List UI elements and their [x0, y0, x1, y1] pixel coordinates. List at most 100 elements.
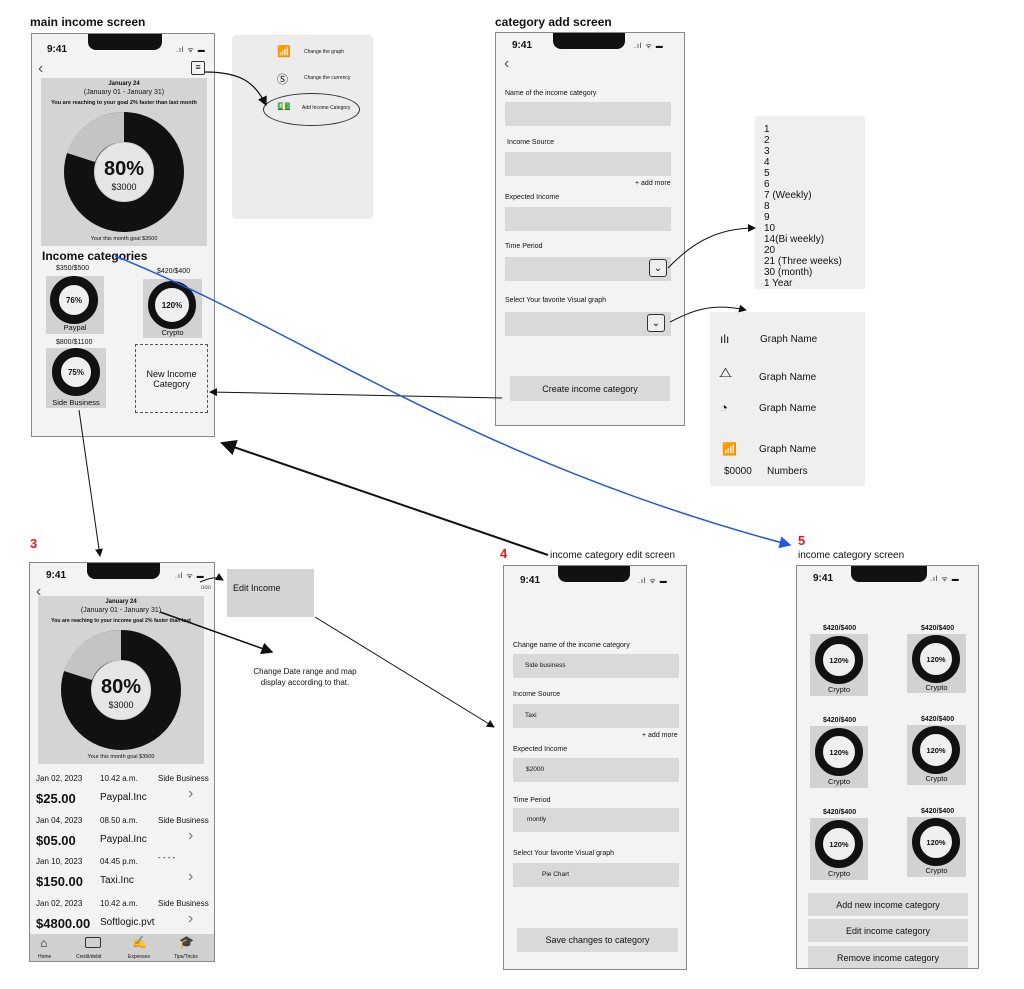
period-option[interactable]: 3	[764, 146, 770, 157]
add-category-button[interactable]: Add new income category	[808, 893, 968, 916]
nav-credit-debit[interactable]: Credit/debit	[76, 954, 102, 960]
money-hand-icon[interactable]: ✍	[132, 935, 147, 949]
numbers-option[interactable]: Numbers	[767, 466, 808, 477]
transaction-payee: Paypal.Inc	[100, 792, 147, 803]
tile-amount: $420/$400	[823, 809, 857, 816]
menu-icon[interactable]: ≡	[191, 61, 205, 75]
period-option[interactable]: 6	[764, 179, 770, 190]
status-time: 9:41	[47, 44, 68, 55]
category-tile[interactable]: 120% Crypto	[907, 725, 966, 785]
category-tile[interactable]: 120% Crypto	[810, 726, 868, 788]
graph-select[interactable]: Pie Chart	[513, 863, 679, 887]
period-option[interactable]: 30 (month)	[764, 267, 813, 278]
graph-label: Select Your favorite Visual graph	[505, 297, 607, 304]
period-option[interactable]: 21 (Three weeks)	[764, 256, 842, 267]
arrow-edit-box-to-edit-screen	[314, 616, 495, 728]
status-icons: .ıl ᯤ ▬	[638, 578, 668, 585]
tile-name: Crypto	[827, 777, 851, 786]
name-input[interactable]: Side business	[513, 654, 679, 678]
step-3-number: 3	[30, 536, 38, 551]
tile-name: Crypto	[925, 866, 948, 875]
menu-change-currency[interactable]: Change the currency	[304, 75, 351, 81]
graph-dropdown-icon[interactable]: ⌄	[647, 314, 665, 332]
chevron-right-icon[interactable]: ›	[188, 868, 194, 885]
add-more-link[interactable]: + add more	[642, 732, 678, 739]
period-option[interactable]: 14(Bi weekly)	[764, 234, 825, 245]
date-range[interactable]: (January 01 - January 31)	[83, 89, 165, 96]
summary-card: January 24 (January 01 - January 31) You…	[41, 78, 207, 246]
source-input[interactable]	[505, 152, 671, 176]
period-option[interactable]: 5	[764, 168, 770, 179]
nav-tips-tricks[interactable]: Tips/Tricks	[174, 954, 198, 960]
date-range[interactable]: (January 01 - January 31)	[80, 607, 162, 614]
period-option[interactable]: 1 Year	[764, 278, 793, 289]
source-label: Income Source	[513, 691, 561, 698]
source-input[interactable]: Taxi	[513, 704, 679, 728]
expected-input[interactable]	[505, 207, 671, 231]
graduation-cap-icon[interactable]: 🎓	[179, 935, 194, 949]
period-option[interactable]: 2	[764, 135, 770, 146]
category-tile[interactable]: 120% Crypto	[907, 634, 966, 693]
expected-input[interactable]: $2000	[513, 758, 679, 782]
transaction-category: - - - -	[158, 853, 176, 862]
back-chevron-icon[interactable]: ‹	[36, 583, 42, 600]
card-icon[interactable]	[85, 937, 101, 948]
period-label: Time Period	[513, 797, 551, 804]
back-chevron-icon[interactable]: ‹	[38, 60, 44, 77]
graph-option[interactable]: Graph Name	[760, 334, 818, 345]
period-option[interactable]: 9	[764, 212, 770, 223]
home-icon[interactable]: ⌂	[40, 936, 48, 950]
graph-label: Select Your favorite Visual graph	[513, 850, 615, 857]
nav-home[interactable]: Home	[38, 954, 52, 960]
remove-category-button[interactable]: Remove income category	[808, 946, 968, 968]
side-business-tile[interactable]: 75% Side Business	[46, 348, 106, 408]
edit-income-box[interactable]: Edit Income	[227, 569, 314, 617]
period-dropdown-icon[interactable]: ⌄	[649, 259, 667, 277]
period-option[interactable]: 4	[764, 157, 770, 168]
chevron-right-icon[interactable]: ›	[188, 827, 194, 844]
period-option[interactable]: 7 (Weekly)	[764, 190, 812, 201]
period-option[interactable]: 20	[764, 245, 776, 256]
graph-option[interactable]: Graph Name	[759, 403, 817, 414]
date-label: January 24	[105, 599, 137, 605]
back-chevron-icon[interactable]: ‹	[504, 55, 510, 72]
goal-label: Your this month goal $3500	[90, 236, 158, 242]
period-option[interactable]: 10	[764, 223, 776, 234]
amount-label: $3000	[111, 182, 137, 192]
transaction-category: Side Business	[158, 816, 209, 825]
transaction-time: 10.42 a.m.	[100, 899, 138, 908]
new-category-card[interactable]: New Income Category	[135, 344, 208, 413]
category-tile[interactable]: 120% Crypto	[907, 817, 966, 877]
paypal-ring: 76%	[50, 276, 98, 324]
transaction-time: 08.50 a.m.	[100, 816, 138, 825]
category-tile[interactable]: 120% Crypto	[810, 818, 868, 880]
period-select[interactable]	[505, 257, 671, 281]
graph-option[interactable]: Graph Name	[759, 444, 817, 455]
growth-chart-icon: 📶	[722, 442, 737, 456]
graph-option[interactable]: Graph Name	[759, 372, 817, 383]
transaction-category: Side Business	[158, 774, 209, 783]
menu-change-graph[interactable]: Change the graph	[304, 49, 345, 55]
arrow-more-to-edit-box	[199, 573, 224, 583]
create-category-button[interactable]: Create income category	[510, 376, 670, 401]
add-more-link[interactable]: + add more	[635, 180, 671, 187]
bottom-nav: ⌂ Home Credit/debit ✍ Expenses 🎓 Tips/Tr…	[30, 934, 214, 961]
tile-amount: $420/$400	[921, 808, 955, 815]
save-changes-button[interactable]: Save changes to category	[517, 928, 678, 952]
name-input[interactable]	[505, 102, 671, 126]
category-tile[interactable]: 120% Crypto	[810, 634, 868, 696]
period-select[interactable]: montly	[513, 808, 679, 832]
menu-add-category[interactable]: Add Income Category	[302, 105, 351, 111]
graph-select[interactable]	[505, 312, 671, 336]
chevron-right-icon[interactable]: ›	[188, 910, 194, 927]
edit-category-button[interactable]: Edit income category	[808, 919, 968, 942]
nav-expenses[interactable]: Expenses	[128, 954, 150, 960]
period-option[interactable]: 8	[764, 201, 770, 212]
tile-ring: 120%	[815, 728, 863, 776]
period-option[interactable]: 1	[764, 124, 770, 135]
period-options-list: 1 2 3 4 5 6 7 (Weekly) 8 9 10 14(Bi week…	[764, 124, 842, 289]
crypto-tile[interactable]: 120% Crypto	[143, 279, 202, 338]
paypal-tile[interactable]: 76% Paypal	[46, 276, 104, 334]
chevron-right-icon[interactable]: ›	[188, 785, 194, 802]
more-options-icon[interactable]: ooo	[201, 585, 212, 591]
